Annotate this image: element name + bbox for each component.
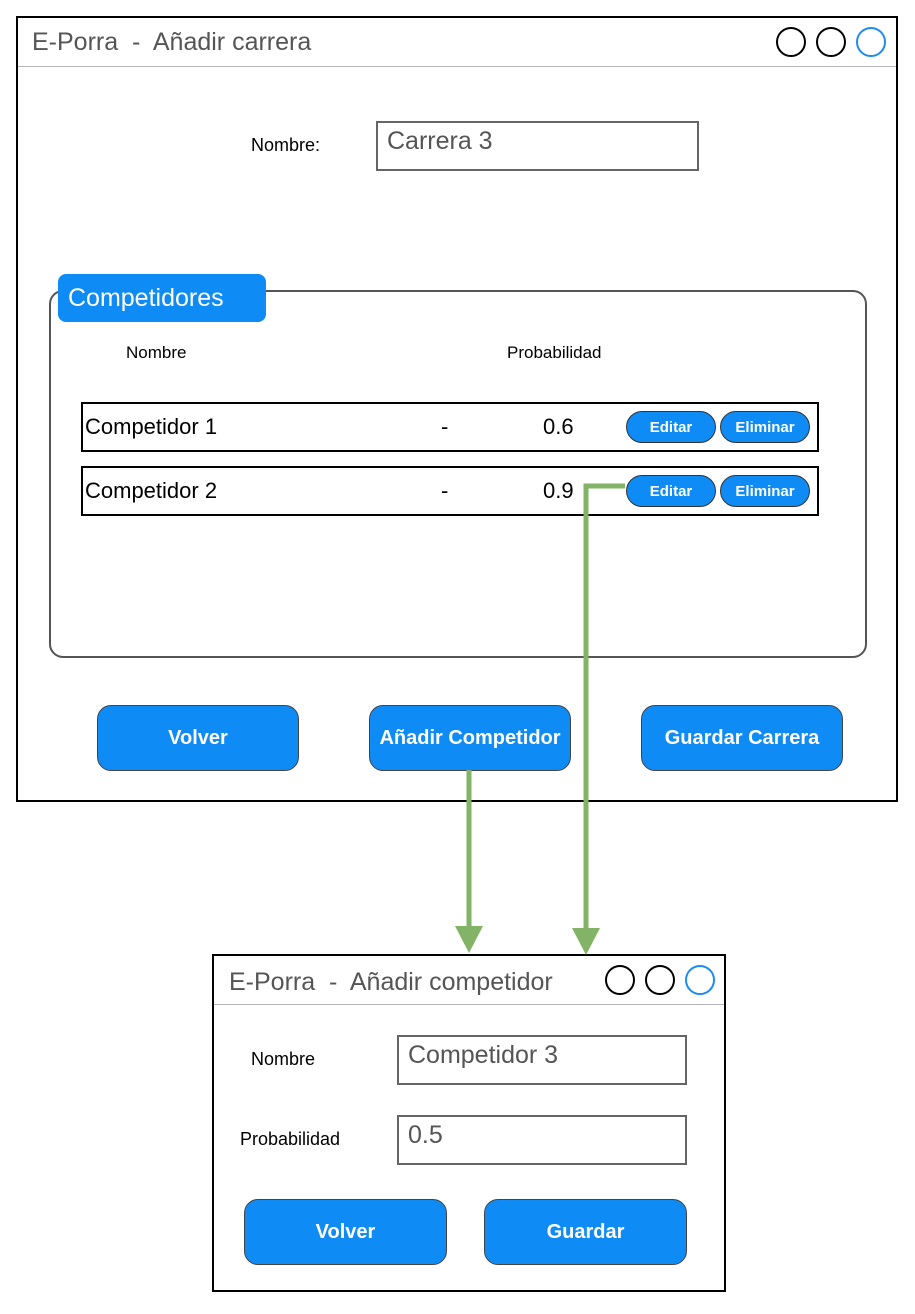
minimize-circle-icon[interactable]	[605, 965, 635, 995]
main-window-title: E-Porra - Añadir carrera	[32, 28, 312, 56]
competitor-name: Competidor 1	[85, 414, 218, 439]
competitors-group	[49, 290, 867, 658]
race-name-label: Nombre:	[251, 135, 321, 155]
main-titlebar: E-Porra - Añadir carrera	[18, 18, 896, 67]
competitor-separator: -	[441, 478, 449, 503]
column-header-name: Nombre	[126, 343, 187, 362]
competitor-probability: 0.9	[543, 478, 574, 503]
competitor-name-value: Competidor 3	[408, 1041, 559, 1069]
edit-competitor-button[interactable]: Editar	[626, 475, 716, 507]
back-button[interactable]: Volver	[97, 705, 299, 771]
save-race-button[interactable]: Guardar Carrera	[641, 705, 843, 771]
dialog-back-button[interactable]: Volver	[244, 1199, 447, 1265]
delete-competitor-button[interactable]: Eliminar	[720, 475, 810, 507]
competitor-name: Competidor 2	[85, 478, 218, 503]
add-competitor-button[interactable]: Añadir Competidor	[369, 705, 571, 771]
competitor-probability: 0.6	[543, 414, 574, 439]
competitor-name-input[interactable]: Competidor 3	[397, 1035, 687, 1085]
maximize-circle-icon[interactable]	[816, 27, 846, 57]
dialog-window-title: E-Porra - Añadir competidor	[229, 968, 553, 996]
column-header-probability: Probabilidad	[507, 343, 602, 362]
edit-competitor-button[interactable]: Editar	[626, 411, 716, 443]
competitor-row: Competidor 2 - 0.9 Editar Eliminar	[81, 466, 819, 516]
minimize-circle-icon[interactable]	[776, 27, 806, 57]
competitor-name-label: Nombre	[251, 1049, 316, 1069]
maximize-circle-icon[interactable]	[645, 965, 675, 995]
competitors-group-title: Competidores	[58, 274, 266, 322]
arrowhead-icon	[455, 926, 483, 953]
close-circle-icon[interactable]	[856, 27, 886, 57]
competitor-separator: -	[441, 414, 449, 439]
competitor-probability-value: 0.5	[408, 1121, 443, 1149]
delete-competitor-button[interactable]: Eliminar	[720, 411, 810, 443]
edit-competitor-connector	[583, 483, 625, 928]
close-circle-icon[interactable]	[685, 965, 715, 995]
dialog-save-button[interactable]: Guardar	[484, 1199, 687, 1265]
race-name-value: Carrera 3	[387, 127, 493, 155]
main-window: E-Porra - Añadir carrera Nombre: Carrera…	[16, 16, 898, 802]
dialog-titlebar: E-Porra - Añadir competidor	[214, 956, 724, 1005]
competitor-probability-input[interactable]: 0.5	[397, 1115, 687, 1165]
competitors-group-title-text: Competidores	[68, 284, 224, 312]
arrowhead-icon	[572, 928, 600, 955]
add-competitor-window: E-Porra - Añadir competidor Nombre Compe…	[212, 954, 726, 1292]
competitor-probability-label: Probabilidad	[240, 1129, 341, 1149]
competitor-row: Competidor 1 - 0.6 Editar Eliminar	[81, 402, 819, 452]
race-name-input[interactable]: Carrera 3	[376, 121, 699, 171]
